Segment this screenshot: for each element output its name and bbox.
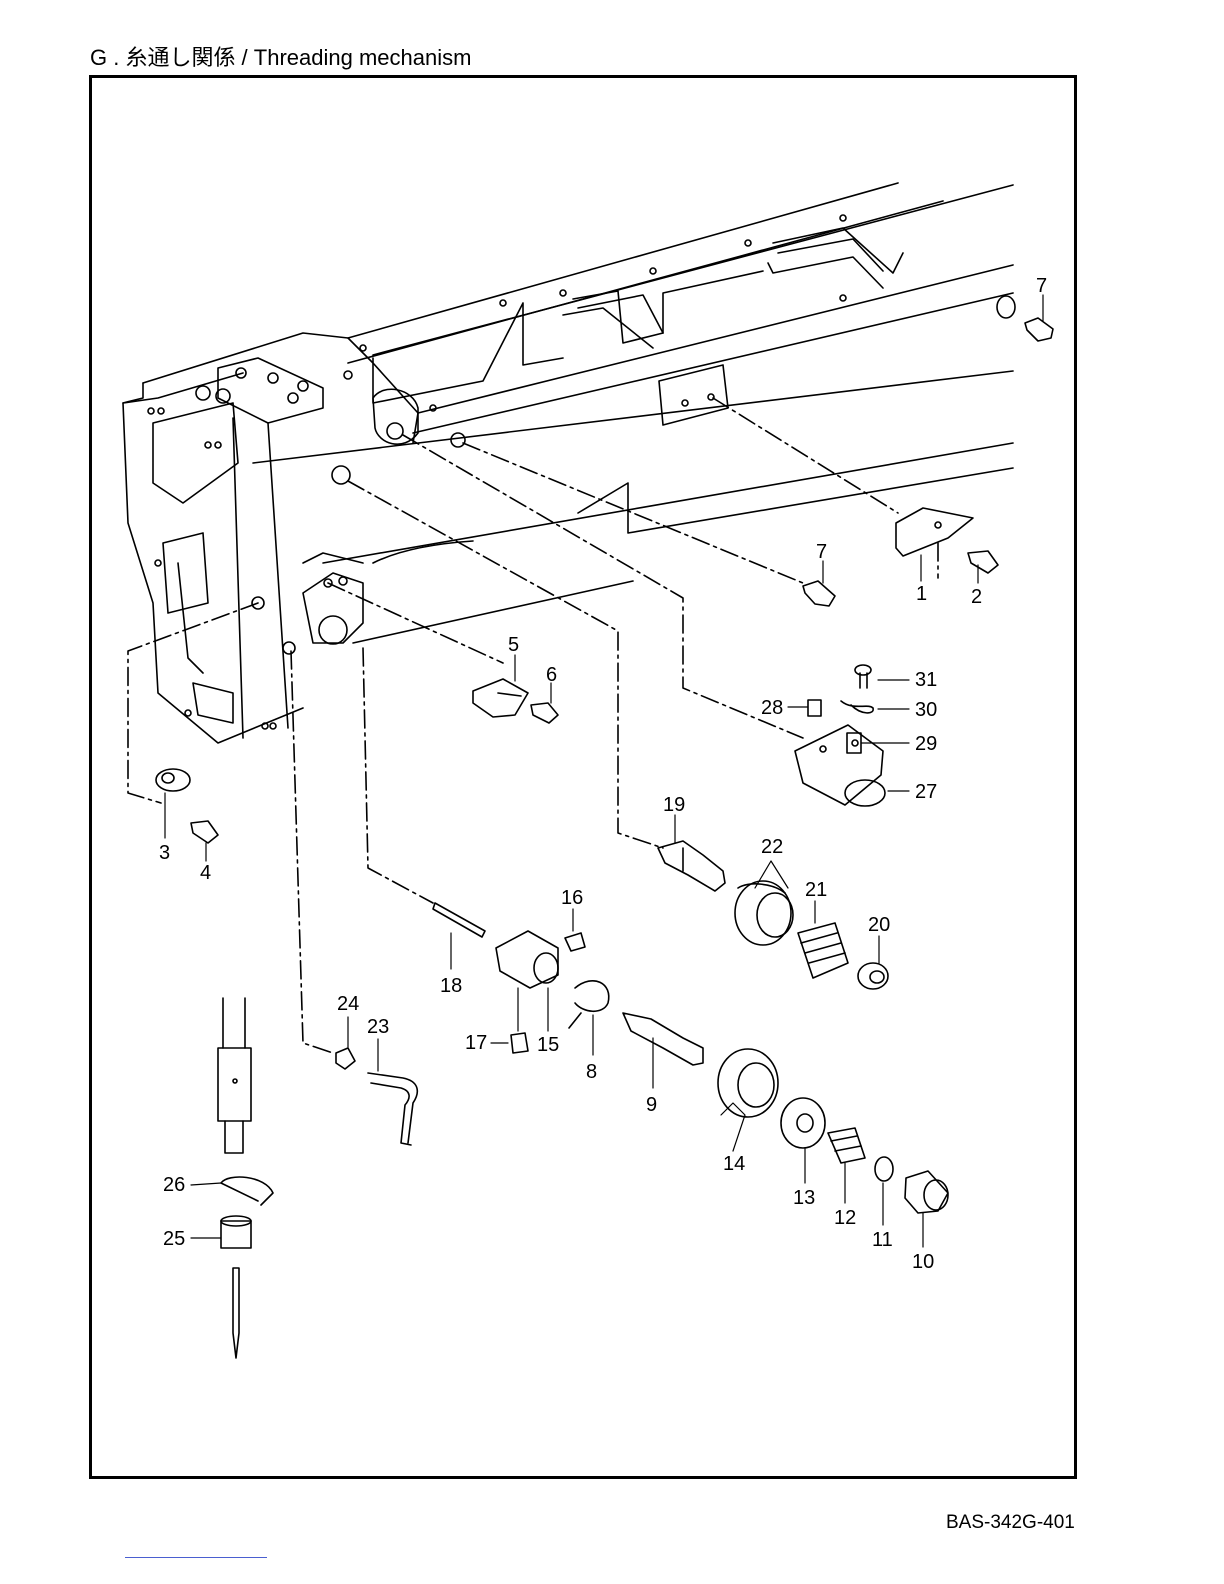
- rod-23: [368, 1073, 417, 1145]
- label-5: 5: [508, 634, 519, 656]
- label-4: 4: [200, 862, 211, 884]
- parts: [156, 296, 1053, 1358]
- label-3: 3: [159, 842, 170, 864]
- pin-7-middle: [803, 581, 835, 606]
- label-31: 31: [915, 669, 937, 691]
- set-screw-17: [511, 1033, 528, 1053]
- label-28: 28: [761, 697, 783, 719]
- knob-10: [905, 1171, 948, 1213]
- arm-casting: [253, 183, 1013, 643]
- label-11: 11: [872, 1229, 893, 1251]
- label-8: 8: [586, 1061, 597, 1083]
- collar-3: [156, 769, 190, 791]
- label-10: 10: [912, 1251, 934, 1273]
- needle-bar: [218, 998, 251, 1153]
- spring-21: [798, 923, 848, 978]
- label-6: 6: [546, 664, 557, 686]
- part-number-labels: 7 7 1 2 5 6 31 28 30 29 27 3 4 19 22 21 …: [159, 275, 1047, 1273]
- label-13: 13: [793, 1187, 815, 1209]
- label-18: 18: [440, 975, 462, 997]
- label-7-upper: 7: [1036, 275, 1047, 297]
- bushing-15: [496, 931, 558, 988]
- label-12: 12: [834, 1207, 856, 1229]
- spring-8: [569, 981, 609, 1028]
- label-24: 24: [337, 993, 359, 1015]
- pin-18: [433, 903, 485, 937]
- label-30: 30: [915, 699, 937, 721]
- stud-9: [623, 1013, 703, 1065]
- screw-6: [531, 703, 558, 723]
- screw-4: [191, 821, 218, 843]
- drawing-code: BAS-342G-401: [946, 1512, 1075, 1534]
- label-25: 25: [163, 1228, 185, 1250]
- footer-link-underline[interactable]: [125, 1557, 267, 1558]
- leader-lines: [165, 295, 1043, 1247]
- bracket-1: [896, 508, 973, 556]
- discs-14: [718, 1049, 778, 1117]
- pin-29: [847, 733, 861, 753]
- set-screw-28: [808, 700, 821, 716]
- nut-20: [858, 963, 888, 989]
- exploded-diagram: 7 7 1 2 5 6 31 28 30 29 27 3 4 19 22 21 …: [92, 78, 1074, 1476]
- discs-22: [735, 881, 793, 945]
- spring-12: [828, 1128, 865, 1163]
- screw-31: [855, 665, 871, 688]
- label-17: 17: [465, 1032, 487, 1054]
- label-20: 20: [868, 914, 890, 936]
- label-9: 9: [646, 1094, 657, 1116]
- diagram-frame: 7 7 1 2 5 6 31 28 30 29 27 3 4 19 22 21 …: [89, 75, 1077, 1479]
- label-7-middle: 7: [816, 541, 827, 563]
- label-15: 15: [537, 1034, 559, 1056]
- center-lines: [128, 398, 938, 1053]
- shaft-27: [795, 725, 885, 806]
- spring-30: [841, 701, 873, 713]
- label-26: 26: [163, 1174, 185, 1196]
- label-16: 16: [561, 887, 583, 909]
- clamp-25: [221, 1216, 251, 1248]
- plate-5: [473, 679, 528, 717]
- nut-24: [336, 1048, 355, 1069]
- disc-13: [781, 1098, 825, 1148]
- thread-guide-26: [221, 1177, 273, 1205]
- washer-11: [875, 1157, 893, 1181]
- needle: [233, 1268, 239, 1358]
- label-19: 19: [663, 794, 685, 816]
- label-14: 14: [723, 1153, 745, 1175]
- label-2: 2: [971, 586, 982, 608]
- label-27: 27: [915, 781, 937, 803]
- screw-2: [968, 551, 998, 573]
- pin-7-upper: [997, 296, 1053, 341]
- label-1: 1: [916, 583, 927, 605]
- label-23: 23: [367, 1016, 389, 1038]
- set-screw-16: [565, 933, 585, 951]
- stud-19: [658, 841, 725, 891]
- page-title: G . 糸通し関係 / Threading mechanism: [90, 40, 471, 72]
- label-22: 22: [761, 836, 783, 858]
- label-21: 21: [805, 879, 827, 901]
- label-29: 29: [915, 733, 937, 755]
